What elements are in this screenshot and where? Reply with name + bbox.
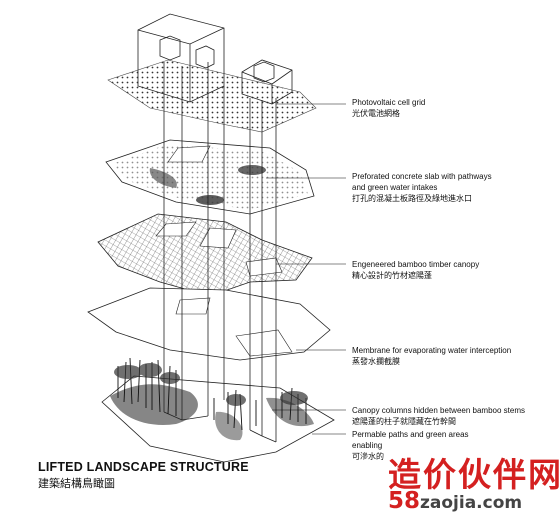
label-photovoltaic: Photovoltaic cell grid 光伏電池網格	[352, 97, 425, 119]
watermark-url-domain: zaojia.com	[420, 493, 523, 513]
label-zh: 精心設計的竹材遮陽蓬	[352, 271, 432, 280]
label-en: Engeneered bamboo timber canopy	[352, 260, 480, 269]
watermark-url: 58zaojia.com	[388, 488, 522, 514]
watermark-url-number: 58	[388, 488, 421, 514]
label-membrane: Membrane for evaporating water intercept…	[352, 345, 511, 367]
label-en: Photovoltaic cell grid	[352, 98, 426, 107]
tower-right	[241, 59, 293, 443]
label-en: Permable paths and green areas	[352, 430, 469, 439]
bamboo-foliage	[114, 363, 308, 406]
label-zh: 遮陽蓬的柱子就隱藏在竹幹間	[352, 417, 456, 426]
label-en-2: and green water intakes	[352, 183, 438, 192]
tower-left	[137, 13, 225, 421]
membrane-layer	[87, 287, 331, 361]
label-zh: 光伏電池網格	[352, 109, 400, 118]
figure-subtitle: 建築結構鳥瞰圖	[38, 477, 115, 490]
ground-plane-layer	[101, 375, 335, 463]
label-zh: 打孔的混凝土板路徑及綠地進水口	[352, 194, 472, 203]
watermark-text: 造价伙伴网	[388, 455, 560, 494]
label-en-2: enabling	[352, 441, 383, 450]
leader-lines	[266, 103, 346, 435]
label-en: Canopy columns hidden between bamboo ste…	[352, 406, 525, 415]
concrete-slab-layer	[105, 139, 315, 215]
label-bamboo-canopy: Engeneered bamboo timber canopy 精心設計的竹材遮…	[352, 259, 479, 281]
label-en: Preforated concrete slab with pathways	[352, 172, 492, 181]
label-concrete-slab: Preforated concrete slab with pathways a…	[352, 171, 492, 204]
bamboo-canopy-layer	[97, 213, 313, 297]
label-canopy-columns: Canopy columns hidden between bamboo ste…	[352, 405, 525, 427]
label-permeable-paths: Permable paths and green areas enabling …	[352, 429, 469, 462]
label-en: Membrane for evaporating water intercept…	[352, 346, 512, 355]
label-zh: 蒸發水攔截膜	[352, 357, 400, 366]
figure-title: LIFTED LANDSCAPE STRUCTURE	[38, 460, 249, 474]
label-zh: 可滲水的	[352, 452, 384, 461]
